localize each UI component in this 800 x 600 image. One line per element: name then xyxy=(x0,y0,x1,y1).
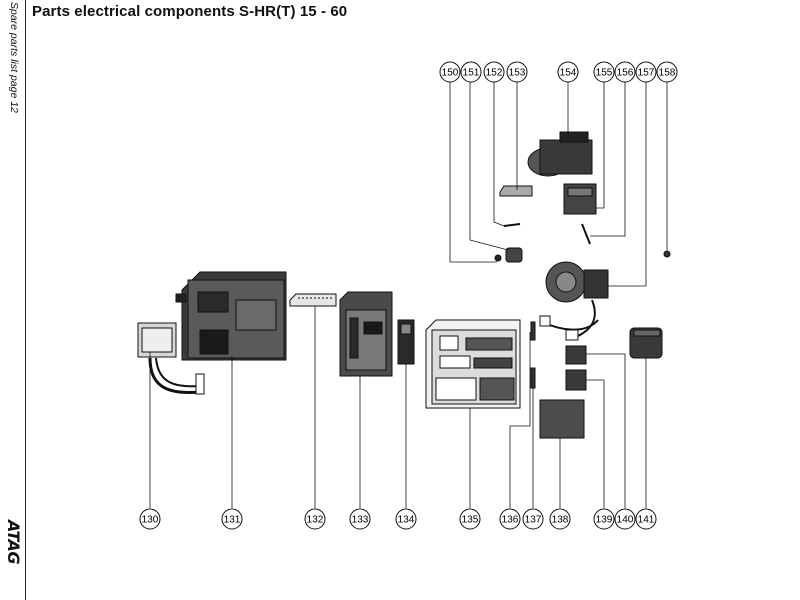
callout-158: 158 xyxy=(656,61,678,83)
svg-text:158: 158 xyxy=(659,68,676,79)
svg-text:130: 130 xyxy=(142,515,159,526)
parts-drawing xyxy=(137,131,671,439)
svg-text:156: 156 xyxy=(617,68,634,79)
svg-text:155: 155 xyxy=(596,68,613,79)
callout-137: 137 xyxy=(522,508,544,530)
part-display-module xyxy=(397,319,415,365)
callout-132: 132 xyxy=(304,508,326,530)
callout-152: 152 xyxy=(483,61,505,83)
svg-text:150: 150 xyxy=(442,68,459,79)
part-front-panel xyxy=(425,319,521,409)
callout-139: 139 xyxy=(593,508,615,530)
callouts-bottom: 130 131 132 133 134 135 136 137 138 139 … xyxy=(139,508,657,530)
part-sensor-bracket xyxy=(499,185,533,197)
svg-text:135: 135 xyxy=(462,515,479,526)
part-pcb xyxy=(339,291,393,377)
svg-text:134: 134 xyxy=(398,515,415,526)
callout-136: 136 xyxy=(499,508,521,530)
svg-text:137: 137 xyxy=(525,515,542,526)
svg-text:136: 136 xyxy=(502,515,519,526)
callout-135: 135 xyxy=(459,508,481,530)
svg-text:139: 139 xyxy=(596,515,613,526)
svg-text:138: 138 xyxy=(552,515,569,526)
left-margin-rule xyxy=(25,0,26,600)
callout-133: 133 xyxy=(349,508,371,530)
svg-text:154: 154 xyxy=(560,68,577,79)
callout-140: 140 xyxy=(614,508,636,530)
part-control-box xyxy=(175,271,287,361)
part-junction-box xyxy=(137,322,205,395)
callout-138: 138 xyxy=(549,508,571,530)
part-relay-140 xyxy=(565,345,587,365)
page-title: Parts electrical components S-HR(T) 15 -… xyxy=(32,3,348,20)
callout-157: 157 xyxy=(635,61,657,83)
part-fuse-136 xyxy=(530,321,536,341)
part-transformer xyxy=(539,399,585,439)
svg-text:131: 131 xyxy=(224,515,241,526)
svg-text:157: 157 xyxy=(638,68,655,79)
part-cover xyxy=(629,327,663,359)
callout-154: 154 xyxy=(557,61,579,83)
part-fuse-137 xyxy=(530,367,536,389)
leader-lines xyxy=(149,82,668,508)
part-sensor xyxy=(503,223,521,227)
part-gas-valve xyxy=(563,183,597,215)
callout-156: 156 xyxy=(614,61,636,83)
callouts-top: 150 151 152 153 154 155 156 157 158 xyxy=(439,61,678,83)
svg-text:132: 132 xyxy=(307,515,324,526)
callout-155: 155 xyxy=(593,61,615,83)
svg-text:140: 140 xyxy=(617,515,634,526)
part-relay-139 xyxy=(565,369,587,391)
callout-150: 150 xyxy=(439,61,461,83)
callout-130: 130 xyxy=(139,508,161,530)
callout-141: 141 xyxy=(635,508,657,530)
part-plug-158 xyxy=(663,250,671,258)
callout-153: 153 xyxy=(506,61,528,83)
callout-151: 151 xyxy=(460,61,482,83)
svg-text:133: 133 xyxy=(352,515,369,526)
svg-text:151: 151 xyxy=(463,68,480,79)
svg-text:141: 141 xyxy=(638,515,655,526)
part-ignition-unit xyxy=(505,247,523,263)
part-fan xyxy=(527,131,593,177)
part-flow-sensor xyxy=(581,223,591,245)
part-ignition-electrode xyxy=(494,254,502,262)
callout-131: 131 xyxy=(221,508,243,530)
callout-134: 134 xyxy=(395,508,417,530)
svg-text:152: 152 xyxy=(486,68,503,79)
part-terminal-strip xyxy=(289,293,337,307)
svg-text:153: 153 xyxy=(509,68,526,79)
part-pump xyxy=(545,261,609,337)
